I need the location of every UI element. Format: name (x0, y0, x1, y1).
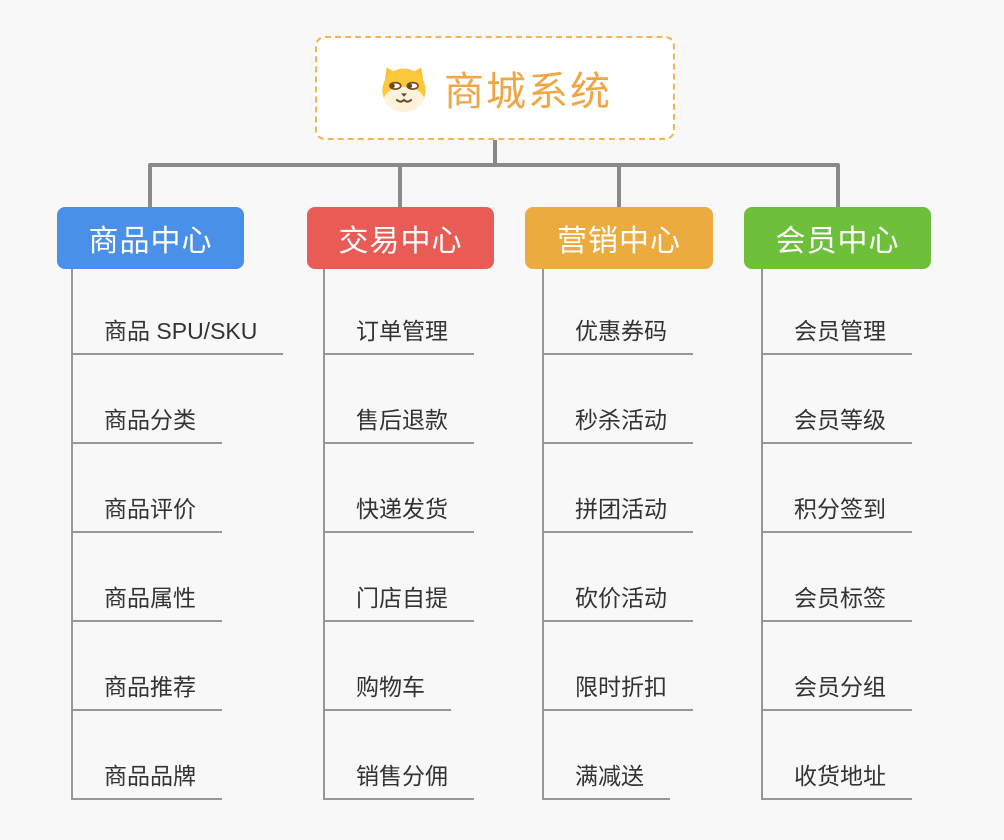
leaf-node[interactable]: 商品推荐 (71, 665, 222, 711)
root-node-mall-system[interactable]: 商城系统 (315, 36, 675, 140)
branch-label: 交易中心 (338, 225, 463, 258)
leaf-node[interactable]: 订单管理 (323, 309, 474, 355)
leaf-node[interactable]: 会员标签 (761, 576, 912, 622)
leaf-node[interactable]: 销售分佣 (323, 754, 474, 800)
leaf-node[interactable]: 会员分组 (761, 665, 912, 711)
leaf-node[interactable]: 砍价活动 (542, 576, 693, 622)
leaf-node[interactable]: 门店自提 (323, 576, 474, 622)
leaf-node[interactable]: 商品属性 (71, 576, 222, 622)
branch-trade-center[interactable]: 交易中心 (307, 207, 494, 269)
branch-spine-product (71, 269, 73, 800)
branch-product-center[interactable]: 商品中心 (57, 207, 244, 269)
root-title: 商城系统 (444, 70, 612, 114)
leaf-node[interactable]: 商品 SPU/SKU (71, 309, 284, 355)
branch-label: 营销中心 (557, 225, 681, 258)
branch-label: 会员中心 (775, 225, 900, 258)
leaf-node[interactable]: 商品品牌 (71, 754, 222, 800)
branch-member-center[interactable]: 会员中心 (744, 207, 931, 269)
leaf-node[interactable]: 快递发货 (323, 487, 474, 533)
leaf-node[interactable]: 优惠券码 (542, 309, 693, 355)
branch-marketing-center[interactable]: 营销中心 (525, 207, 713, 269)
leaf-node[interactable]: 购物车 (323, 665, 451, 711)
leaf-node[interactable]: 收货地址 (761, 754, 912, 800)
leaf-node[interactable]: 秒杀活动 (542, 398, 693, 444)
leaf-node[interactable]: 限时折扣 (542, 665, 693, 711)
leaf-node[interactable]: 售后退款 (323, 398, 474, 444)
leaf-node[interactable]: 商品评价 (71, 487, 222, 533)
leaf-node[interactable]: 满减送 (542, 754, 670, 800)
branch-spine-marketing (542, 269, 544, 800)
branch-spine-member (761, 269, 763, 800)
leaf-node[interactable]: 商品分类 (71, 398, 222, 444)
leaf-node[interactable]: 会员管理 (761, 309, 912, 355)
leaf-node[interactable]: 会员等级 (761, 398, 912, 444)
leaf-node[interactable]: 积分签到 (761, 487, 912, 533)
branch-label: 商品中心 (88, 225, 213, 258)
dog-icon (382, 67, 426, 112)
branch-spine-trade (323, 269, 325, 800)
leaf-node[interactable]: 拼团活动 (542, 487, 693, 533)
